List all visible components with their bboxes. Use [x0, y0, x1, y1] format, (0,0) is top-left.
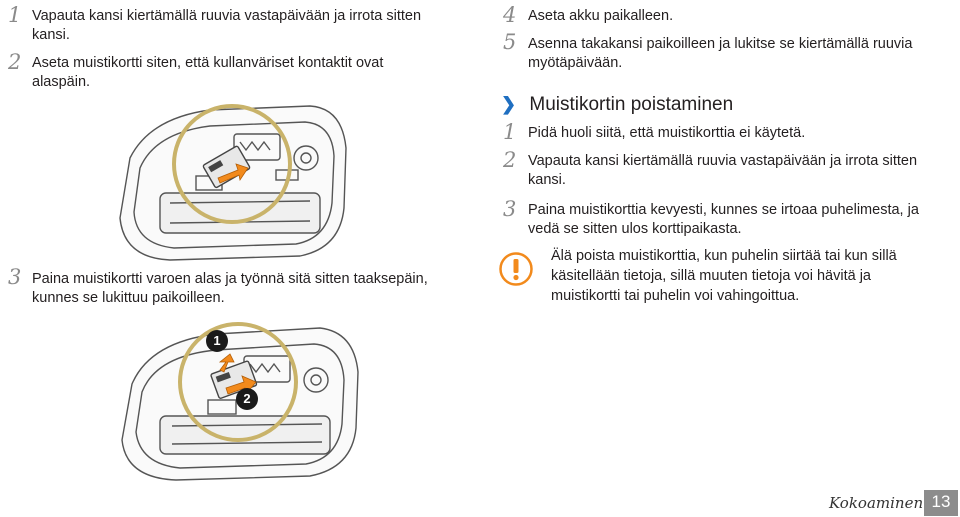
warning-text: Älä poista muistikorttia, kun puhelin si… — [551, 248, 897, 264]
section-title: Muistikortin poistaminen — [529, 94, 734, 115]
chevron-right-icon: ❯ — [501, 94, 517, 114]
step-text: Paina muistikorttia kevyesti, kunnes se … — [528, 202, 919, 218]
step-text: kunnes se lukittuu paikoilleen. — [32, 290, 225, 306]
step-text: myötäpäivään. — [528, 55, 623, 71]
step-text: Aseta akku paikalleen. — [528, 8, 674, 24]
step-text: vedä se sitten ulos korttipaikasta. — [528, 221, 742, 237]
step-number: 2 — [503, 148, 517, 172]
step-number: 3 — [503, 197, 517, 221]
step-number: 4 — [503, 3, 517, 27]
footer-section-label: Kokoaminen — [829, 494, 924, 512]
step-text: kansi. — [528, 172, 566, 188]
step-text: Vapauta kansi kiertämällä ruuvia vastapä… — [528, 153, 918, 169]
step-number: 1 — [8, 3, 22, 27]
step-text: Paina muistikortti varoen alas ja työnnä… — [32, 271, 428, 287]
step-text: Vapauta kansi kiertämällä ruuvia vastapä… — [32, 8, 422, 24]
step-number: 2 — [8, 50, 22, 74]
step-text: Asenna takakansi paikoilleen ja lukitse … — [528, 36, 913, 52]
step-number: 1 — [503, 120, 517, 144]
step-text: kansi. — [32, 27, 70, 43]
marker-one: 1 — [206, 330, 228, 352]
step-number: 3 — [8, 265, 22, 289]
step-number: 5 — [503, 30, 517, 54]
step-text: Pidä huoli siitä, että muistikorttia ei … — [528, 125, 806, 141]
warning-icon — [499, 252, 533, 286]
warning-text: muistikortti tai puhelin voi vahingoittu… — [551, 288, 800, 304]
step-text: alaspäin. — [32, 74, 91, 90]
section-heading: ❯ Muistikortin poistaminen — [501, 92, 733, 117]
marker-two: 2 — [236, 388, 258, 410]
warning-text: käsitellään tietoja, sillä muuten tietoj… — [551, 268, 871, 284]
page-number: 13 — [924, 490, 958, 516]
step-text: Aseta muistikortti siten, että kullanvär… — [32, 55, 384, 71]
phone-card-insert-illustration — [119, 104, 347, 261]
